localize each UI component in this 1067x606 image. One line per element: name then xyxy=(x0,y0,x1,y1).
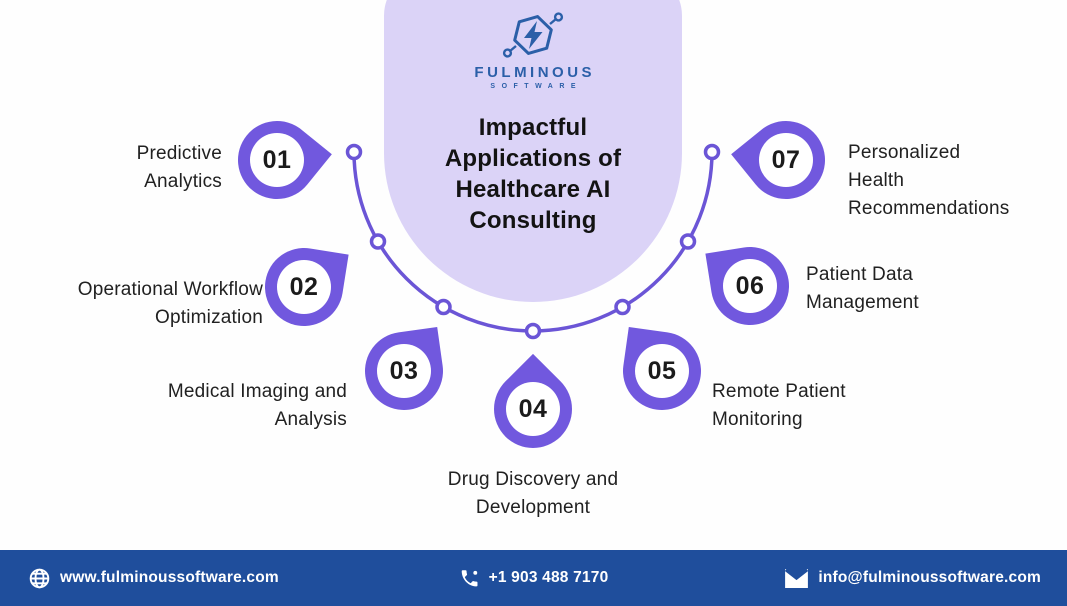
pin-05-circle: 05 xyxy=(635,344,689,398)
footer-email[interactable]: info@fulminoussoftware.com xyxy=(784,568,1041,588)
pin-03-number: 03 xyxy=(389,356,419,385)
label-personalized-health-recommendations: Personalized Health Recommendations xyxy=(848,139,1009,223)
pin-01-number: 01 xyxy=(262,145,292,174)
label-line: Medical Imaging and xyxy=(167,381,347,402)
globe-icon xyxy=(29,568,50,588)
pin-02-circle: 02 xyxy=(277,260,331,314)
footer-contact-bar: www.fulminoussoftware.com +1 903 488 717… xyxy=(0,550,1067,606)
brand-name: FULMINOUS xyxy=(474,64,596,81)
label-line: Operational Workflow xyxy=(77,279,263,300)
label-line: Optimization xyxy=(155,307,263,328)
title-line: Healthcare AI xyxy=(455,176,611,203)
label-line: Analysis xyxy=(274,409,347,430)
label-line: Analytics xyxy=(144,171,222,192)
arc-node-5 xyxy=(614,298,631,316)
pin-05-number: 05 xyxy=(647,356,677,385)
label-line: Remote Patient xyxy=(712,381,846,402)
footer-phone-text: +1 903 488 7170 xyxy=(488,569,609,586)
title-line: Consulting xyxy=(469,207,597,234)
label-medical-imaging-analysis: Medical Imaging and Analysis xyxy=(168,378,347,434)
pin-02-number: 02 xyxy=(289,272,319,301)
arc-node-6 xyxy=(679,233,697,250)
label-line: Patient Data xyxy=(806,264,913,285)
pin-06-number: 06 xyxy=(735,271,765,300)
footer-website-text: www.fulminoussoftware.com xyxy=(60,569,279,586)
footer-website[interactable]: www.fulminoussoftware.com xyxy=(28,567,279,590)
label-line: Recommendations xyxy=(848,198,1010,219)
pin-07-number: 07 xyxy=(771,145,801,174)
arc-node-3 xyxy=(435,298,452,316)
brand-tagline: SOFTWARE xyxy=(490,83,583,90)
phone-icon xyxy=(461,569,477,586)
arc-node-7 xyxy=(703,143,721,161)
label-line: Health xyxy=(848,170,905,191)
pin-06-circle: 06 xyxy=(723,259,777,313)
pin-04-number: 04 xyxy=(518,394,548,423)
footer-phone[interactable]: +1 903 488 7170 xyxy=(459,568,609,589)
label-remote-patient-monitoring: Remote Patient Monitoring xyxy=(712,378,846,434)
mail-icon xyxy=(785,568,809,588)
hexagon-bolt-icon xyxy=(502,12,564,58)
label-line: Development xyxy=(475,497,591,518)
arc-node-1 xyxy=(345,143,363,161)
label-line: Monitoring xyxy=(712,409,803,430)
title-line: Impactful xyxy=(478,114,588,141)
label-predictive-analytics: Predictive Analytics xyxy=(137,140,222,196)
label-line: Personalized xyxy=(848,142,961,163)
arc-node-4 xyxy=(524,322,542,340)
label-operational-workflow-optimization: Operational Workflow Optimization xyxy=(78,276,263,332)
arc-node-2 xyxy=(369,233,387,250)
brand-logo: FULMINOUS SOFTWARE xyxy=(463,10,603,90)
pin-03-circle: 03 xyxy=(377,344,431,398)
pin-07-circle: 07 xyxy=(759,133,813,187)
label-patient-data-management: Patient Data Management xyxy=(806,261,919,317)
label-line: Management xyxy=(806,292,919,313)
pin-04-circle: 04 xyxy=(506,382,560,436)
pin-01-circle: 01 xyxy=(250,133,304,187)
title-line: Applications of xyxy=(444,145,622,172)
footer-email-text: info@fulminoussoftware.com xyxy=(818,569,1041,586)
label-drug-discovery-development: Drug Discovery and Development xyxy=(448,466,618,522)
label-line: Predictive xyxy=(136,143,222,164)
page-title: Impactful Applications of Healthcare AI … xyxy=(393,112,673,236)
label-line: Drug Discovery and xyxy=(447,469,619,490)
